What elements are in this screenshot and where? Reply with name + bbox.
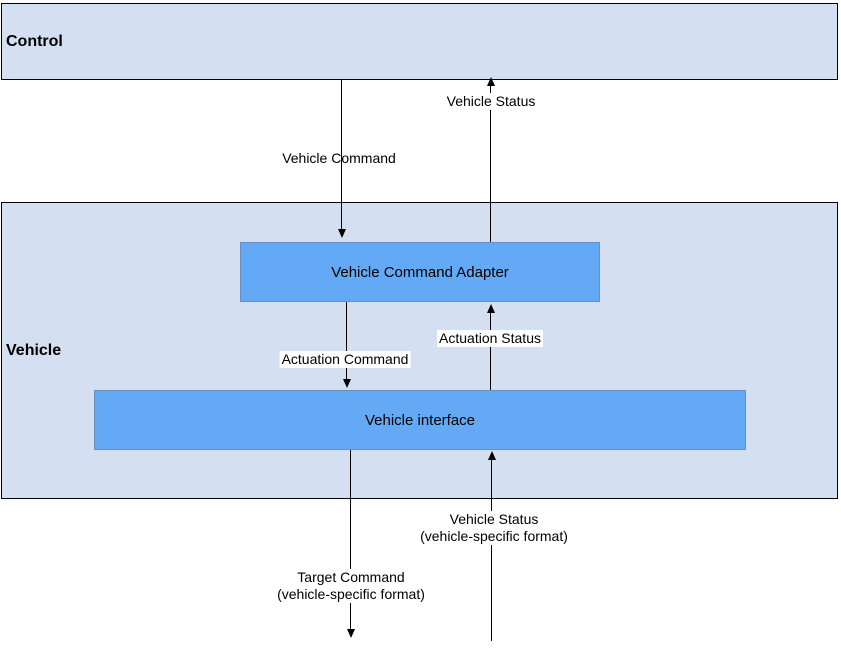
vehicle-command-edge-line [341,80,342,229]
vehicle-interface-node-label: Vehicle interface [364,411,476,429]
control-container-label: Control [6,32,63,50]
vehicle-command-edge-label: Vehicle Command [282,150,396,166]
arrowhead-down-icon [343,379,351,388]
actuation-command-edge-label: Actuation Command [279,351,411,368]
control-container: Control [1,3,838,80]
target-command-edge-label-line1: Target Command [297,569,405,585]
actuation-command-edge-line [346,302,347,379]
target-command-edge-label: Target Command (vehicle-specific format) [275,569,427,603]
arrowhead-up-icon [487,304,495,313]
vehicle-status-top-edge-label: Vehicle Status [444,93,538,110]
arrowhead-up-icon [488,451,496,460]
actuation-status-edge-line [490,313,491,390]
target-command-edge-line [350,449,351,629]
target-command-edge-label-line2: (vehicle-specific format) [277,586,425,602]
vehicle-status-bottom-edge-line [491,460,492,641]
arrowhead-down-icon [347,629,355,638]
vehicle-status-bottom-edge-label-line2: (vehicle-specific format) [420,528,568,544]
vehicle-interface-node: Vehicle interface [94,390,746,450]
vehicle-command-adapter-node: Vehicle Command Adapter [240,242,600,302]
arrowhead-up-icon [487,77,495,86]
vehicle-status-bottom-edge-label-line1: Vehicle Status [449,511,539,527]
vehicle-command-adapter-node-label: Vehicle Command Adapter [331,263,509,281]
vehicle-status-bottom-edge-label: Vehicle Status (vehicle-specific format) [418,511,570,545]
vehicle-container-label: Vehicle [6,341,62,359]
actuation-status-edge-label: Actuation Status [437,330,543,347]
arrowhead-down-icon [338,229,346,238]
vehicle-status-top-edge-line [490,86,491,242]
